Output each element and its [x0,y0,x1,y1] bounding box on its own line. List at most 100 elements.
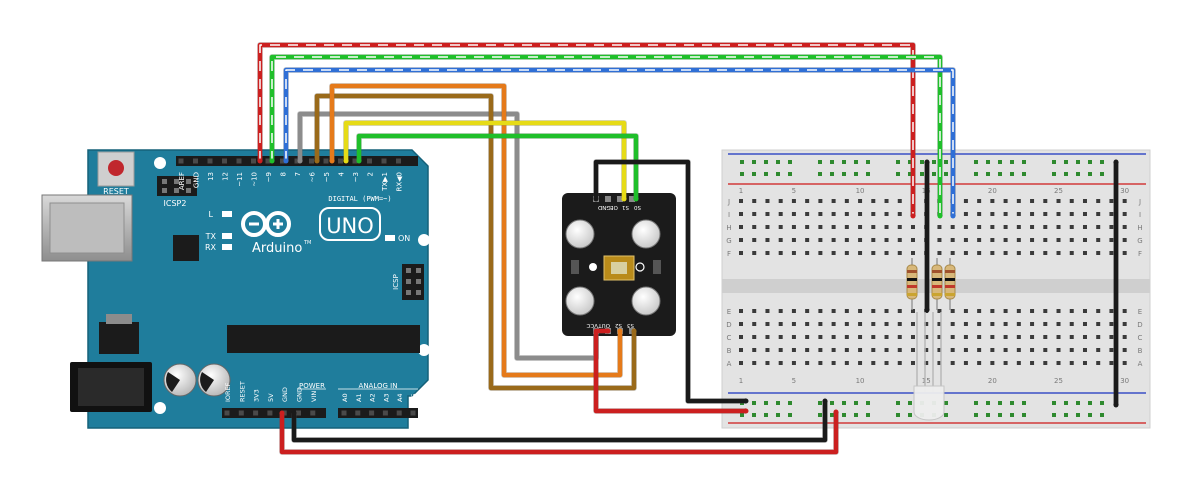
digital-pin-label: ~5 [323,172,331,182]
column-number: 15 [922,377,931,385]
trademark-label: TM [303,240,311,246]
digital-pin-label: ~3 [352,172,360,182]
column-number: 10 [856,187,865,195]
model-label: UNO [326,214,374,238]
digital-pin-label: 4 [338,171,346,176]
power-pin-label: RESET [238,381,246,402]
column-number: 10 [856,377,865,385]
power-pin-label: GND [296,387,304,402]
row-letter: G [726,237,731,245]
reset-label: RESET [103,187,129,196]
row-letter: E [1138,308,1142,316]
rx-label: RX [205,243,217,252]
uno-badge [319,207,381,241]
resistor [906,258,918,310]
logo-icon [635,262,645,272]
wires [257,42,1119,455]
led-l [222,211,232,217]
digital-pin-label: 8 [280,172,288,176]
sensor-pin-label: S1 [622,204,629,210]
digital-pin-label: ~6 [309,171,317,182]
row-letter: D [1137,321,1142,329]
row-letter: H [726,224,731,232]
analog-pin-label: A3 [382,393,390,402]
wire-brown-pin7-s3 [314,93,637,391]
row-letter: J [1138,198,1141,206]
row-letter: C [1138,334,1143,342]
column-number: 25 [1054,187,1063,195]
row-letter: I [1139,211,1141,219]
column-number: 30 [1120,187,1129,195]
l-label: L [209,210,214,219]
mount-hole [418,234,430,246]
voltage-regulator [99,322,139,354]
white-led [565,286,595,316]
column-number: 5 [792,187,796,195]
white-led [631,286,661,316]
power-header [222,408,326,418]
analog-label: ANALOG IN [359,382,398,390]
sensor-pin-label: S2 [615,322,622,328]
gear-icon [589,263,597,271]
digital-pin-label: ~9 [265,172,273,182]
column-number: 25 [1054,377,1063,385]
analog-pin-label: A5 [410,393,418,402]
on-label: ON [398,234,410,243]
row-letter: H [1137,224,1142,232]
sensor-pin-label: VCC [586,322,598,328]
resistors-and-rgb-led [906,258,956,421]
power-pin-label: 3V3 [253,389,261,402]
digital-pin-label: 12 [222,172,230,181]
icsp2-header [157,176,197,196]
led-rx [222,244,232,250]
power-pin-label: 5V [267,393,275,402]
row-letter: C [727,334,732,342]
analog-header [338,408,418,418]
mount-hole [154,157,166,169]
wire-black-sensor-gnd [593,159,746,404]
column-number: 20 [988,377,997,385]
digital-pin-label: ~11 [236,172,244,187]
arduino-uno-board: RESET ICSP2 L TX RX ON Arduino TM [41,149,430,429]
digital-pin-label: AREF [178,172,186,190]
power-pin-label: VIN [310,391,318,402]
icsp-label: ICSP [392,274,400,290]
mount-hole [418,344,430,356]
row-letter: B [727,347,732,355]
breadboard-holes [739,160,1127,417]
row-letter: D [726,321,731,329]
digital-pin-label: ~10 [251,172,259,187]
white-led [565,219,595,249]
brand-label: Arduino [252,241,302,256]
column-number: 5 [792,377,796,385]
sensor-pin-label: GND [598,204,611,210]
led-on [385,235,395,241]
power-pin-label: GND [281,387,289,402]
column-number: 20 [988,187,997,195]
sensor-pin-label: S3 [627,322,634,328]
row-letter: F [727,250,731,258]
row-letter: I [728,211,730,219]
atmega-chip [227,325,420,353]
reset-button-cap[interactable] [108,160,124,176]
digital-pin-label: TX▶1 [381,172,389,192]
row-letter: F [1138,250,1142,258]
rgb-led [913,312,945,421]
analog-pin-label: A4 [396,393,404,402]
resistor [944,258,956,310]
power-pin-labels: IOREF RESET 3V3 5V GND GND VIN [224,381,318,402]
analog-pin-label: A1 [355,393,363,402]
power-pin-label: IOREF [224,382,232,402]
row-letter: B [1138,347,1143,355]
tx-label: TX [205,232,217,241]
column-number: 30 [1120,377,1129,385]
digital-pin-label: 7 [294,172,302,176]
